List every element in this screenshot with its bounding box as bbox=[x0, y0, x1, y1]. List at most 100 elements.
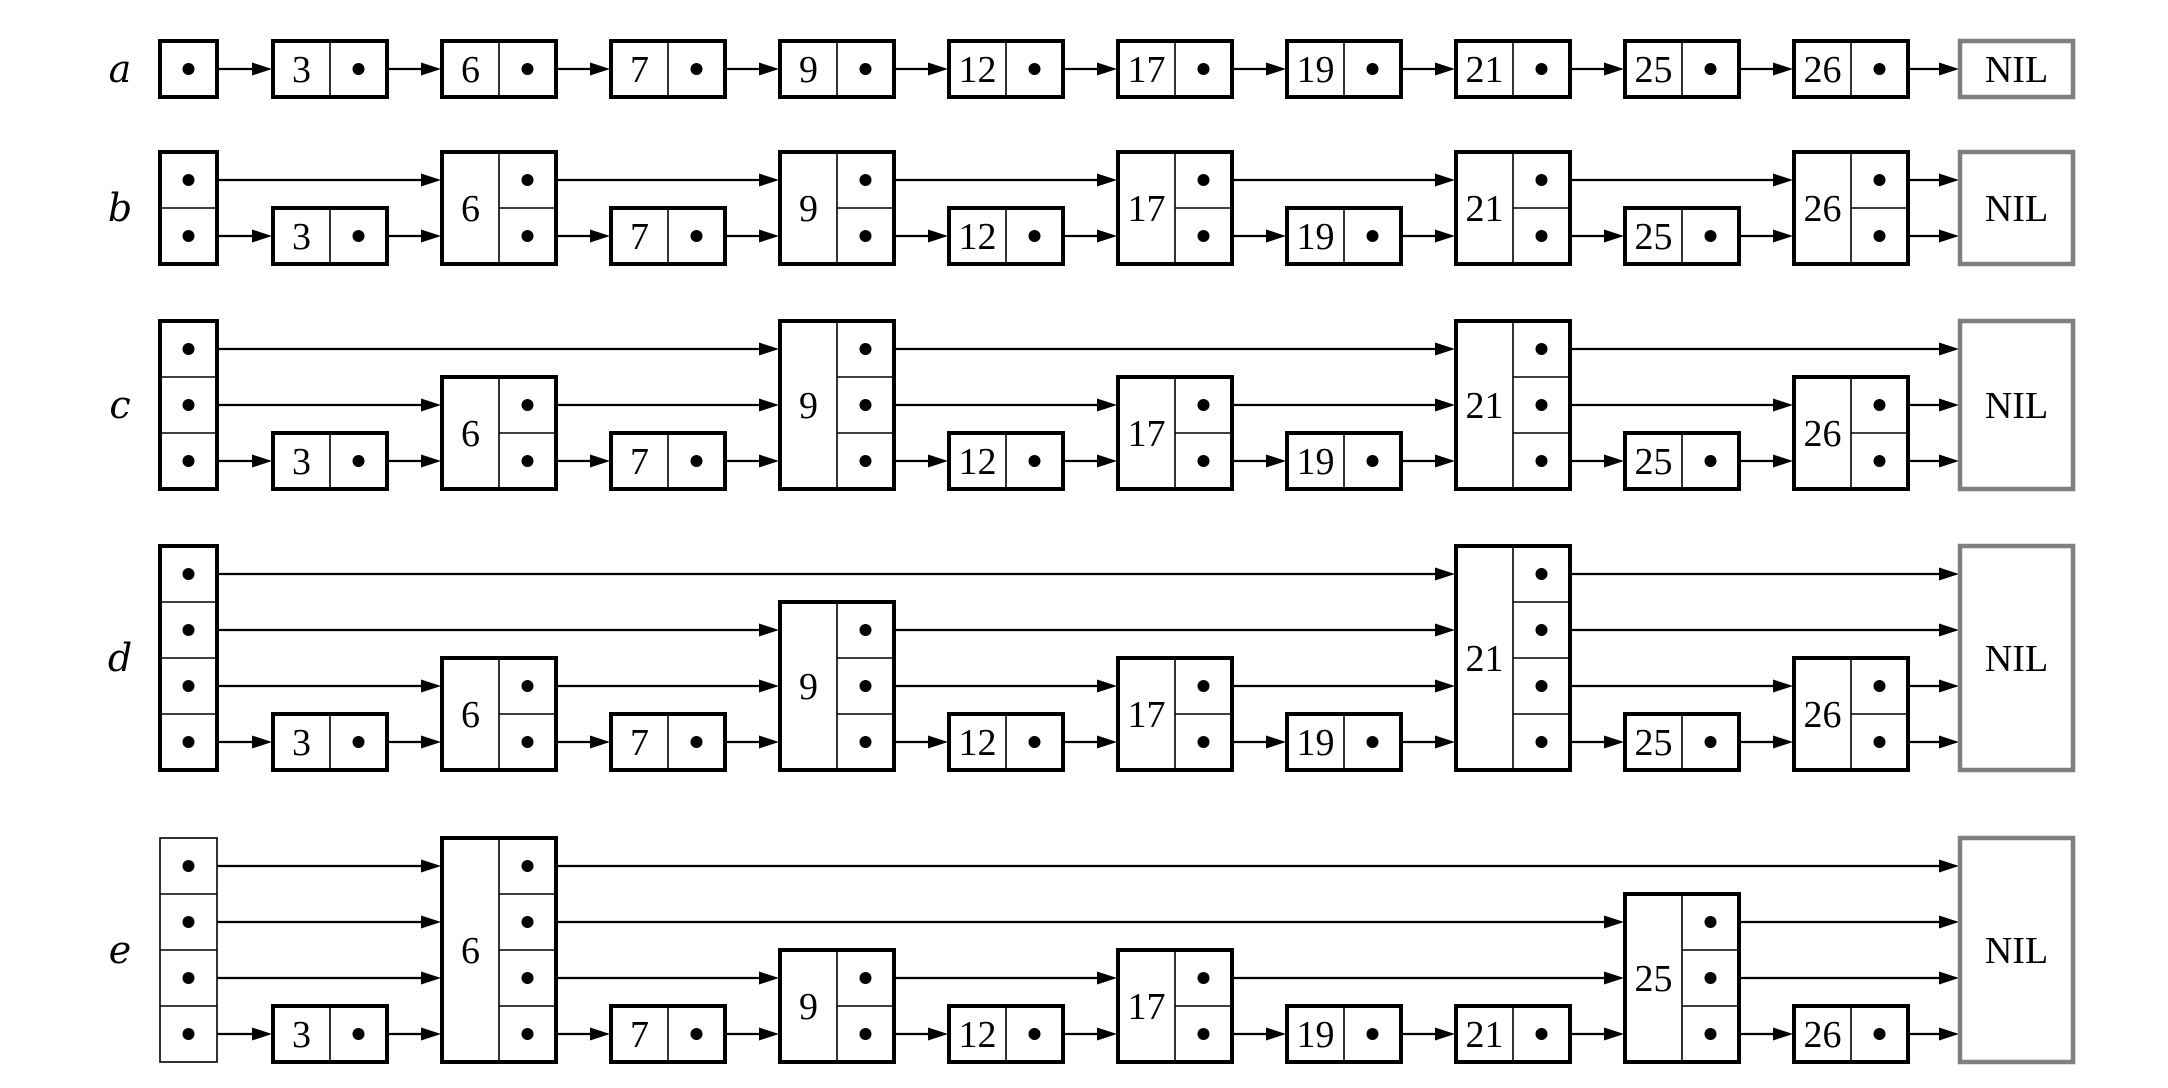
arrowhead bbox=[759, 398, 779, 412]
node-26: 26 bbox=[1792, 1004, 1910, 1064]
arrowhead bbox=[1939, 679, 1959, 693]
arrowhead bbox=[1939, 454, 1959, 468]
pointer-dot bbox=[1873, 174, 1886, 186]
header-node bbox=[158, 319, 219, 491]
nil-node: NIL bbox=[1957, 835, 2076, 1065]
node-key: 21 bbox=[1466, 1014, 1504, 1056]
arrowhead bbox=[1604, 915, 1624, 929]
node-7: 7 bbox=[609, 431, 727, 491]
pointer-dot bbox=[1873, 63, 1886, 75]
arrowhead bbox=[1097, 398, 1117, 412]
pointer-dot bbox=[1535, 736, 1548, 748]
arrowhead bbox=[1266, 229, 1286, 243]
row-label: a bbox=[109, 47, 132, 91]
arrowhead bbox=[1604, 62, 1624, 76]
node-key: 9 bbox=[799, 385, 818, 427]
arrowhead bbox=[421, 173, 441, 187]
pointer-dot bbox=[1197, 174, 1210, 186]
arrowhead bbox=[1939, 398, 1959, 412]
node-25: 25 bbox=[1623, 39, 1741, 99]
arrowhead bbox=[252, 62, 272, 76]
node-12: 12 bbox=[947, 39, 1065, 99]
arrowhead bbox=[421, 971, 441, 985]
node-25: 25 bbox=[1623, 712, 1741, 772]
node-key: 6 bbox=[461, 413, 480, 455]
pointer-dot bbox=[859, 1028, 872, 1040]
node-key: 21 bbox=[1466, 638, 1504, 680]
arrowhead bbox=[1773, 229, 1793, 243]
pointer-dot bbox=[859, 455, 872, 467]
arrowhead bbox=[1773, 735, 1793, 749]
arrowhead bbox=[1435, 1027, 1455, 1041]
node-3: 3 bbox=[271, 712, 389, 772]
nil-label: NIL bbox=[1985, 49, 2048, 91]
node-key: 3 bbox=[292, 441, 311, 483]
node-key: 12 bbox=[959, 722, 997, 764]
pointer-dot bbox=[1535, 1028, 1548, 1040]
nil-node: NIL bbox=[1957, 318, 2076, 492]
nil-node: NIL bbox=[1957, 149, 2076, 267]
pointer-dot bbox=[1028, 230, 1041, 242]
node-key: 17 bbox=[1128, 694, 1166, 736]
arrowhead bbox=[1266, 1027, 1286, 1041]
pointer-dot bbox=[1535, 399, 1548, 411]
node-3: 3 bbox=[271, 431, 389, 491]
arrowhead bbox=[1773, 454, 1793, 468]
node-19: 19 bbox=[1285, 39, 1403, 99]
node-key: 7 bbox=[630, 1014, 649, 1056]
node-key: 9 bbox=[799, 188, 818, 230]
pointer-dot bbox=[690, 63, 703, 75]
pointer-dot bbox=[859, 624, 872, 636]
pointer-dot bbox=[1704, 1028, 1717, 1040]
arrowhead bbox=[1097, 173, 1117, 187]
node-key: 25 bbox=[1635, 441, 1673, 483]
pointer-dot bbox=[1873, 736, 1886, 748]
pointer-dot bbox=[690, 455, 703, 467]
node-key: 3 bbox=[292, 722, 311, 764]
header-node bbox=[158, 39, 219, 99]
node-25: 25 bbox=[1623, 431, 1741, 491]
arrowhead bbox=[421, 62, 441, 76]
pointer-dot bbox=[182, 736, 195, 748]
pointer-dot bbox=[182, 568, 195, 580]
arrowhead bbox=[1435, 398, 1455, 412]
arrowhead bbox=[759, 1027, 779, 1041]
arrowhead bbox=[759, 679, 779, 693]
arrowhead bbox=[1773, 398, 1793, 412]
pointer-dot bbox=[182, 1028, 195, 1040]
node-12: 12 bbox=[947, 1004, 1065, 1064]
pointer-dot bbox=[182, 624, 195, 636]
node-key: 12 bbox=[959, 49, 997, 91]
arrowhead bbox=[1435, 679, 1455, 693]
node-key: 26 bbox=[1804, 49, 1842, 91]
arrowhead bbox=[1604, 454, 1624, 468]
arrowhead bbox=[252, 735, 272, 749]
pointer-dot bbox=[1197, 455, 1210, 467]
node-6: 6 bbox=[440, 39, 558, 99]
arrowhead bbox=[1097, 454, 1117, 468]
nil-label: NIL bbox=[1985, 385, 2048, 427]
arrowhead bbox=[1266, 454, 1286, 468]
nil-label: NIL bbox=[1985, 930, 2048, 972]
pointer-dot bbox=[352, 1028, 365, 1040]
pointer-dot bbox=[182, 63, 195, 75]
pointer-dot bbox=[1535, 624, 1548, 636]
pointer-dot bbox=[1873, 455, 1886, 467]
pointer-dot bbox=[521, 455, 534, 467]
arrowhead bbox=[1604, 735, 1624, 749]
pointer-dot bbox=[1873, 230, 1886, 242]
arrowhead bbox=[759, 173, 779, 187]
arrowhead bbox=[1435, 173, 1455, 187]
pointer-dot bbox=[182, 455, 195, 467]
pointer-dot bbox=[1535, 680, 1548, 692]
pointer-dot bbox=[1704, 63, 1717, 75]
arrowhead bbox=[590, 229, 610, 243]
node-19: 19 bbox=[1285, 431, 1403, 491]
arrowhead bbox=[759, 454, 779, 468]
pointer-dot bbox=[1366, 63, 1379, 75]
pointer-dot bbox=[690, 736, 703, 748]
node-key: 9 bbox=[799, 986, 818, 1028]
